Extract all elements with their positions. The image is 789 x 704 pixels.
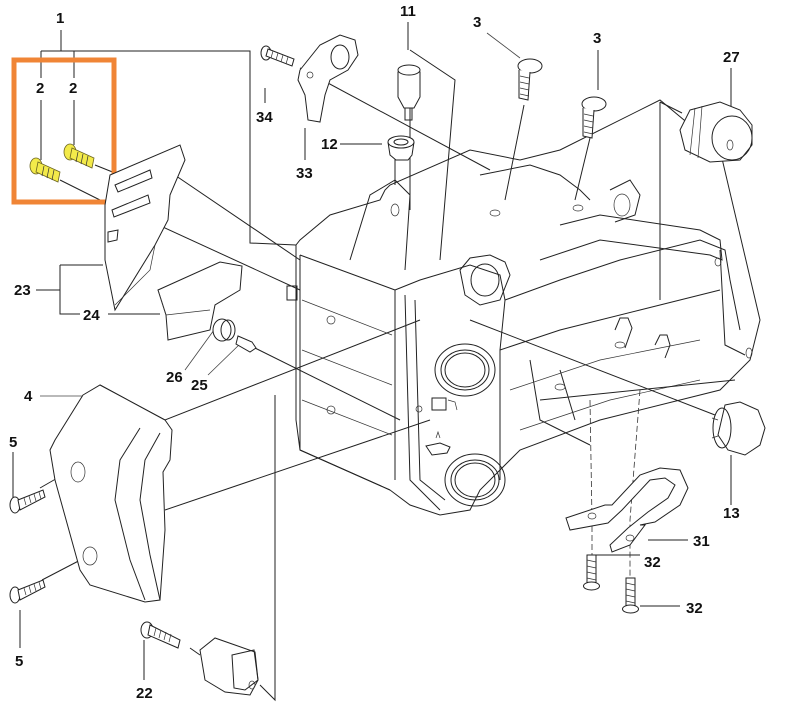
part-23-shield xyxy=(104,144,186,312)
part-34-screw xyxy=(260,45,295,67)
label-part-3b: 3 xyxy=(593,30,601,47)
label-part-5b: 5 xyxy=(15,653,23,670)
label-part-25: 25 xyxy=(191,377,208,394)
screw-2b xyxy=(63,143,95,169)
part-31-strap xyxy=(565,467,689,553)
part-3-screw-a xyxy=(517,58,543,101)
label-part-23: 23 xyxy=(14,282,31,299)
crankcase-body xyxy=(286,99,761,516)
part-32-screw-a xyxy=(583,554,600,591)
part-12-grommet xyxy=(387,135,415,161)
highlight-box xyxy=(11,57,117,205)
label-part-33: 33 xyxy=(296,165,313,182)
bumper xyxy=(199,637,259,696)
part-4-cover xyxy=(49,384,173,603)
part-5-screw-b xyxy=(9,579,46,604)
label-part-4: 4 xyxy=(24,388,33,405)
label-part-22: 22 xyxy=(136,685,153,702)
label-part-11: 11 xyxy=(400,3,416,20)
label-part-32b: 32 xyxy=(686,600,703,617)
label-part-32a: 32 xyxy=(644,554,661,571)
label-part-1: 1 xyxy=(56,10,64,27)
part-13-primer-bulb xyxy=(711,401,766,456)
part-2-screws xyxy=(29,143,95,183)
screw-2a xyxy=(29,157,61,183)
label-part-27: 27 xyxy=(723,49,740,66)
label-part-12: 12 xyxy=(321,136,338,153)
label-part-3a: 3 xyxy=(473,14,481,31)
part-32-screw-b xyxy=(622,577,639,614)
label-part-26: 26 xyxy=(166,369,183,386)
label-part-2a: 2 xyxy=(36,80,44,97)
part-11-filter xyxy=(397,64,421,121)
label-part-5a: 5 xyxy=(9,434,17,451)
part-27-damper xyxy=(679,101,753,163)
part-33-clip xyxy=(297,34,359,123)
label-part-31: 31 xyxy=(693,533,710,550)
label-part-13: 13 xyxy=(723,505,740,522)
label-part-2b: 2 xyxy=(69,80,77,97)
part-3-screw-b xyxy=(581,96,607,139)
callout-labels: 1 2 2 34 33 11 12 3 3 27 23 24 26 25 4 5… xyxy=(9,3,740,702)
part-22-screw xyxy=(140,621,181,649)
part-26-plug xyxy=(212,318,236,342)
label-part-34: 34 xyxy=(256,109,273,126)
label-part-24: 24 xyxy=(83,307,100,324)
part-24-deflector xyxy=(157,261,243,341)
part-5-screw-a xyxy=(9,489,46,514)
part-25-pin xyxy=(235,335,257,353)
